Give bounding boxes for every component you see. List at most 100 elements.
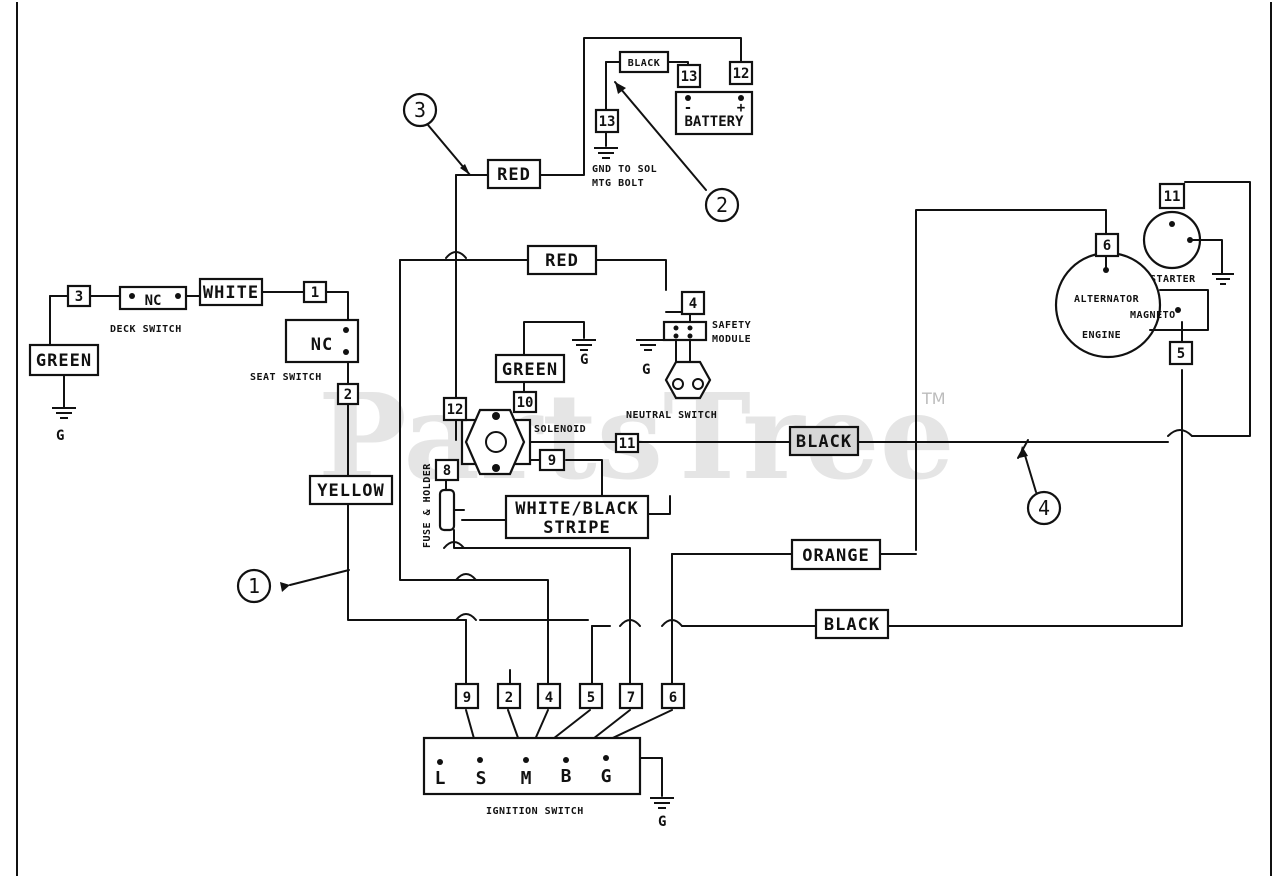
tag-ign-4: 4	[545, 690, 553, 706]
starter-label: STARTER	[1150, 274, 1196, 285]
tag-5-magneto: 5	[1177, 346, 1185, 362]
battery-label: BATTERY	[684, 114, 744, 130]
ground-icon	[636, 339, 660, 351]
orange-box	[790, 538, 882, 571]
ground-label-green: G	[56, 428, 64, 444]
starter-ground-lead	[1189, 239, 1223, 275]
white-black-label-2: STRIPE	[543, 518, 610, 538]
callout-4: 4	[1038, 496, 1050, 520]
tag-12-battery: 12	[733, 66, 750, 82]
wire-white-seat	[261, 291, 349, 323]
black-solenoid-box	[788, 425, 860, 457]
wire-red-mid-right	[595, 259, 667, 291]
ignition-terminal-dot	[563, 757, 569, 763]
solenoid-stud	[492, 464, 500, 472]
black-bottom-label: BLACK	[824, 615, 880, 635]
green-sol-label: GREEN	[502, 360, 558, 380]
ignition-switch-label: IGNITION SWITCH	[486, 806, 584, 817]
callout-arrow-3	[460, 164, 470, 175]
starter-terminal	[1169, 221, 1175, 227]
tag-4-safety: 4	[689, 296, 697, 312]
battery-minus-label: -	[684, 100, 692, 116]
white-black-label-1: WHITE/BLACK	[515, 499, 639, 519]
black-battery-box	[618, 50, 670, 74]
watermark-tm: TM	[921, 389, 946, 408]
red-mid-label: RED	[545, 251, 579, 271]
red-mid-box	[526, 244, 598, 276]
callout-circle-2	[704, 187, 740, 223]
neutral-switch-label: NEUTRAL SWITCH	[626, 410, 717, 421]
deck-switch-contact	[129, 293, 135, 299]
ignition-terminal-b: B	[561, 766, 572, 787]
yellow-label: YELLOW	[317, 481, 384, 501]
ground-icon	[52, 407, 76, 419]
hump-5	[661, 619, 683, 627]
deck-switch-contact	[175, 293, 181, 299]
safety-label-1: SAFETY	[712, 320, 751, 331]
tag-8-fuse: 8	[443, 463, 451, 479]
ground-icon	[650, 797, 674, 809]
tag-box	[1094, 232, 1120, 258]
tag-box	[434, 458, 460, 482]
tag-11-solenoid: 11	[619, 436, 636, 452]
green-left-box	[28, 343, 100, 377]
gnd-sol-label-1: GND TO SOL	[592, 164, 657, 175]
orange-label: ORANGE	[802, 546, 869, 566]
deck-switch-label: DECK SWITCH	[110, 324, 182, 335]
green-left-label: GREEN	[36, 351, 92, 371]
seat-switch-contact	[343, 327, 349, 333]
tag-13-ground: 13	[599, 114, 616, 130]
safety-module-contact	[673, 333, 679, 339]
tag-box	[454, 682, 480, 710]
red-top-box	[486, 158, 542, 190]
wire-starter-loop	[1184, 181, 1251, 437]
tag-ign-9: 9	[463, 690, 471, 706]
wire-red-battery	[539, 37, 742, 176]
wire-callout1-leader	[289, 569, 350, 586]
callout-arrow-1	[280, 582, 290, 592]
neutral-switch-post	[672, 378, 684, 390]
ignition-switch-body	[422, 736, 642, 796]
ground-label-safety: G	[642, 362, 650, 378]
tag-11-starter: 11	[1164, 189, 1181, 205]
seat-switch-label: SEAT SWITCH	[250, 372, 322, 383]
wire-stripe-right	[647, 495, 671, 515]
callout-arrow-4	[1019, 446, 1028, 458]
wire-number-tags: 3 1 2 13 12 13 12 10 8 9 11 4 6 11 5 9 2	[66, 60, 1194, 710]
white-box	[198, 277, 264, 307]
battery-terminal-plus	[738, 95, 744, 101]
red-top-label: RED	[497, 165, 531, 185]
ignition-terminal-dot	[603, 755, 609, 761]
tag-box	[538, 448, 566, 472]
hump-7	[443, 541, 465, 549]
ignition-terminal-dot	[437, 759, 443, 765]
magneto-terminal	[1175, 307, 1181, 313]
tag-box	[1168, 340, 1194, 366]
gnd-sol-label-2: MTG BOLT	[592, 178, 644, 189]
components: NC DECK SWITCH NC SEAT SWITCH - + BATTER…	[110, 90, 1223, 817]
wire-9-stripe	[565, 459, 603, 497]
seat-switch-contact	[343, 349, 349, 355]
safety-module-contact	[687, 333, 693, 339]
wire-green-sol	[523, 321, 585, 356]
wire-fuse-7	[453, 529, 631, 689]
tag-ign-5: 5	[587, 690, 595, 706]
ground-label-solenoid: G	[580, 352, 588, 368]
magneto-label: MAGNETO	[1130, 310, 1176, 321]
ignition-terminal-dot	[523, 757, 529, 763]
battery-terminal-minus	[685, 95, 691, 101]
wire-seat-yellow	[347, 349, 467, 621]
solenoid-core	[485, 431, 507, 453]
fuse-holder-label: FUSE & HOLDER	[422, 463, 433, 548]
tag-6-alternator: 6	[1103, 238, 1111, 254]
wire-red-mid-down	[399, 259, 549, 689]
tag-box	[512, 390, 538, 414]
callout-3: 3	[414, 98, 426, 122]
tag-10-solenoid: 10	[517, 395, 534, 411]
green-sol-box	[494, 353, 566, 384]
tag-box	[336, 382, 360, 406]
tag-box	[728, 60, 754, 86]
callouts: 1 2 3 4	[236, 82, 1062, 604]
solenoid-stud	[492, 412, 500, 420]
ground-icon	[1212, 273, 1234, 285]
